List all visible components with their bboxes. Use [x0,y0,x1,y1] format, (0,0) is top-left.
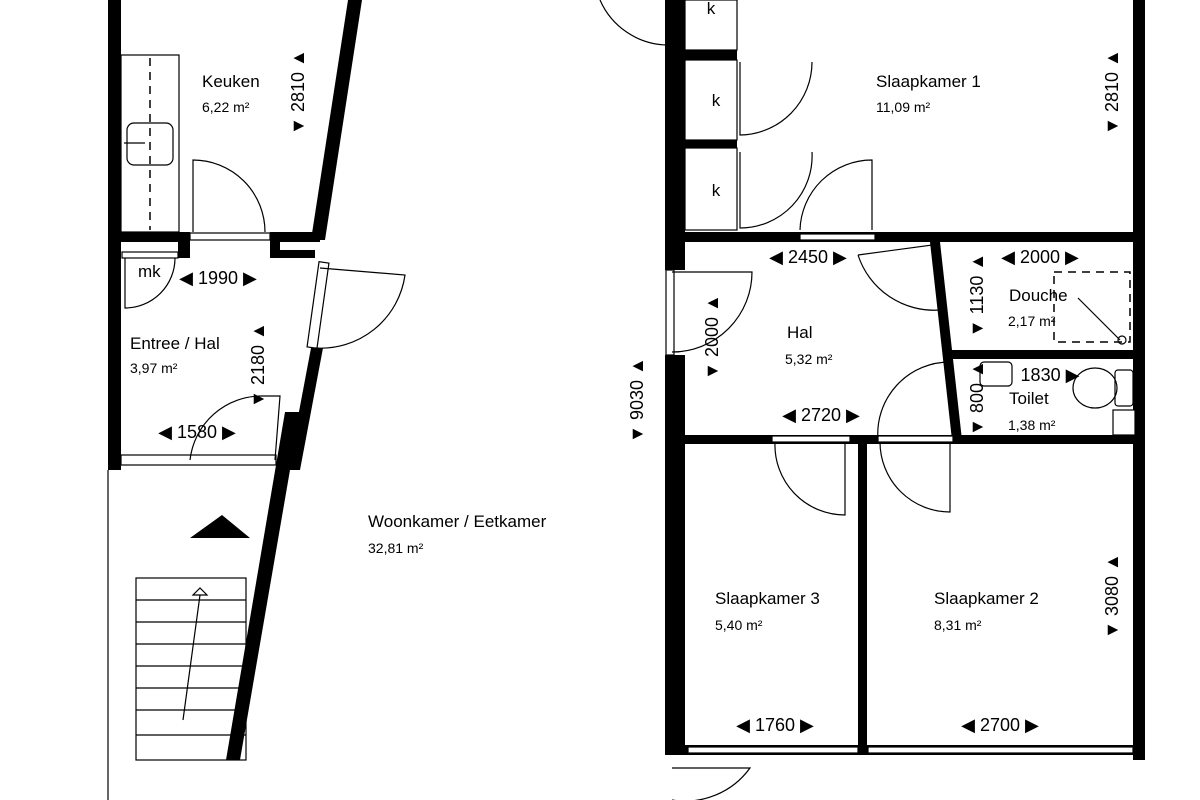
room-area: 5,32 m² [785,351,833,367]
dimension-entree-width-2: ◀ 1580 ▶ [158,422,236,442]
room-name: Douche [1009,286,1068,305]
dimension-douche-height: ▼ 1130 ▲ [967,253,987,337]
dimension-hal-top: ◀ 2450 ▶ [769,247,847,267]
dimension-slaapkamer2-height: ▼ 3080 ▲ [1102,553,1122,639]
dimension-keuken-height: ▼ 2810 ▲ [288,49,308,135]
door-swings-right [599,0,1134,800]
dimension-entree-height: ▼ 2180 ▲ [248,322,268,408]
dimension-hal-height: ▼ 2000 ▲ [702,294,722,380]
room-area: 3,97 m² [130,360,178,376]
staircase [135,577,247,761]
entrance-arrow-icon [190,515,250,538]
door-swings-left [124,159,406,461]
walls-left [107,0,362,800]
room-area: 1,38 m² [1008,417,1056,433]
dimension-slaapkamer3-width: ◀ 1760 ▶ [736,715,814,735]
closet-label: k [707,0,716,18]
room-name: Slaapkamer 1 [876,72,981,91]
room-name: Slaapkamer 2 [934,589,1039,608]
dimension-hal-bottom: ◀ 2720 ▶ [782,405,860,425]
meter-cupboard-label: mk [138,262,161,281]
room-area: 32,81 m² [368,540,424,556]
dimensions-vertical: ▼ 2810 ▲ ▼ 2180 ▲ ▼ 2810 ▲ ▼ 2000 ▲ ▼ 11… [248,49,1122,639]
room-name: Toilet [1009,389,1049,408]
dimension-douche-width: ◀ 2000 ▶ [1001,247,1079,267]
room-area: 2,17 m² [1008,313,1056,329]
room-name: Keuken [202,72,260,91]
room-name: Hal [787,323,813,342]
room-area: 8,31 m² [934,617,982,633]
dimension-toilet-width: 1830 ▶ [1021,365,1080,385]
dimension-slaapkamer2-width: ◀ 2700 ▶ [961,715,1039,735]
dimension-toilet-height: ▼ 800 ▲ [967,360,987,436]
room-name: Slaapkamer 3 [715,589,820,608]
dimension-slaapkamer1-height: ▼ 2810 ▲ [1102,49,1122,135]
dimension-entree-width: ◀ 1990 ▶ [179,268,257,288]
room-labels: Keuken 6,22 m² Entree / Hal 3,97 m² Woon… [130,72,1068,633]
dimensions-horizontal: ◀ 1990 ▶ ◀ 1580 ▶ ◀ 2450 ▶ ◀ 2720 ▶ ◀ 20… [158,247,1079,735]
room-area: 11,09 m² [876,99,931,115]
room-area: 6,22 m² [202,99,250,115]
closet-label: k [712,181,721,200]
room-name: Entree / Hal [130,334,220,353]
dimension-total-height: ▼ 9030 ▲ [627,357,647,443]
walls-right [665,0,1145,760]
room-name: Woonkamer / Eetkamer [368,512,547,531]
closet-label: k [712,91,721,110]
room-area: 5,40 m² [715,617,763,633]
kitchen-counter [120,54,180,233]
